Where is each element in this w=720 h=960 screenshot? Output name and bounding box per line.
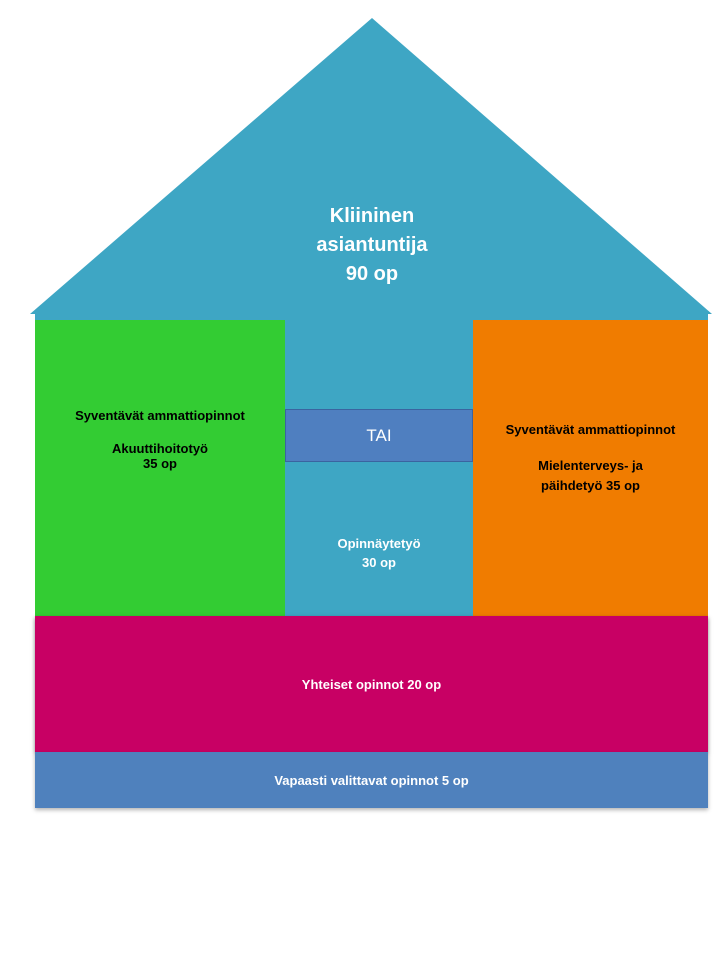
or-label: TAI [366, 425, 392, 445]
elective-studies-block: Vapaasti valittavat opinnot 5 op [35, 752, 708, 808]
right-sub1: Mielenterveys- ja [538, 458, 643, 473]
roof-line2: asiantuntija [316, 234, 428, 256]
roof-line1: Kliininen [329, 205, 415, 227]
right-title: Syventävät ammattiopinnot [505, 422, 676, 437]
thesis-line2: 30 op [362, 555, 396, 570]
or-box: TAI [285, 409, 473, 462]
roof-line3: 90 op [345, 263, 399, 285]
left-title: Syventävät ammattiopinnot [75, 407, 245, 423]
left-sub2: 35 op [143, 455, 177, 471]
right-sub2: päihdetyö 35 op [541, 478, 640, 493]
left-sub1: Akuuttihoitotyö [111, 440, 209, 456]
thesis-block: Opinnäytetyö 30 op [285, 530, 473, 576]
thesis-line1: Opinnäytetyö [337, 536, 421, 551]
elective-label: Vapaasti valittavat opinnot 5 op [274, 772, 469, 788]
common-label: Yhteiset opinnot 20 op [301, 676, 442, 692]
roof-label: Kliininen asiantuntija 90 op [270, 202, 474, 289]
acute-care-block: Syventävät ammattiopinnot Akuuttihoitoty… [35, 320, 285, 616]
mental-health-block: Syventävät ammattiopinnot Mielenterveys-… [473, 320, 708, 616]
common-studies-block: Yhteiset opinnot 20 op [35, 616, 708, 752]
